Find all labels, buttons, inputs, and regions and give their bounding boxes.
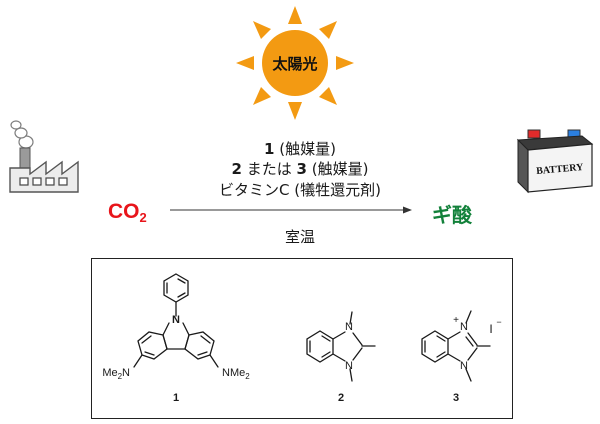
compound-1-structure — [133, 273, 219, 368]
compound-3-counterion: I — [489, 322, 492, 336]
compound-3-counterion-charge: − — [496, 317, 501, 327]
sun-rays — [236, 6, 354, 120]
sun-icon: 太陽光 — [236, 6, 354, 120]
compound-2-n-bottom: N — [345, 360, 353, 372]
compound-1-left-substituent: Me2N — [102, 367, 130, 381]
catalyst-1-note: (触媒量) — [274, 140, 336, 158]
battery-label: BATTERY — [536, 162, 585, 177]
structures-svg: N Me2N NMe2 N N N + N I − 1 2 3 — [102, 273, 502, 404]
catalyst-2-3-note: (触媒量) — [306, 160, 369, 178]
compound-3-plus: + — [453, 315, 459, 326]
compound-2-n-top: N — [345, 321, 353, 333]
reactant-co2: CO2 — [108, 200, 147, 225]
compound-3-n-top: N — [460, 321, 468, 333]
compound-1-right-substituent: NMe2 — [222, 367, 250, 381]
catalyst-1-number: 1 — [264, 140, 275, 158]
battery-icon: BATTERY — [516, 129, 594, 194]
sun-disc — [262, 30, 328, 96]
sun-label: 太陽光 — [272, 55, 317, 73]
factory-icon — [9, 120, 79, 193]
compound-3-structure — [421, 310, 491, 382]
condition-line-2: 2 または 3 (触媒量) — [170, 158, 430, 179]
catalyst-2-number: 2 — [231, 160, 242, 178]
compound-2-structure — [306, 311, 376, 382]
condition-line-3: ビタミンC (犠牲還元剤) — [219, 181, 381, 199]
reaction-arrow — [170, 206, 412, 214]
compound-2-number: 2 — [338, 392, 344, 404]
catalyst-3-number: 3 — [296, 160, 307, 178]
condition-or: または — [241, 160, 297, 178]
condition-temperature: 室温 — [284, 228, 315, 246]
compound-3-n-bottom: N — [460, 360, 468, 372]
compound-1-number: 1 — [173, 392, 179, 404]
product-formic-acid: ギ酸 — [432, 203, 472, 227]
compound-3-number: 3 — [453, 392, 459, 404]
condition-line-1: 1 (触媒量) — [170, 138, 430, 159]
compound-1-nitrogen: N — [172, 314, 180, 326]
compound-structures-box: N Me2N NMe2 N N N + N I − 1 2 3 — [91, 258, 513, 419]
